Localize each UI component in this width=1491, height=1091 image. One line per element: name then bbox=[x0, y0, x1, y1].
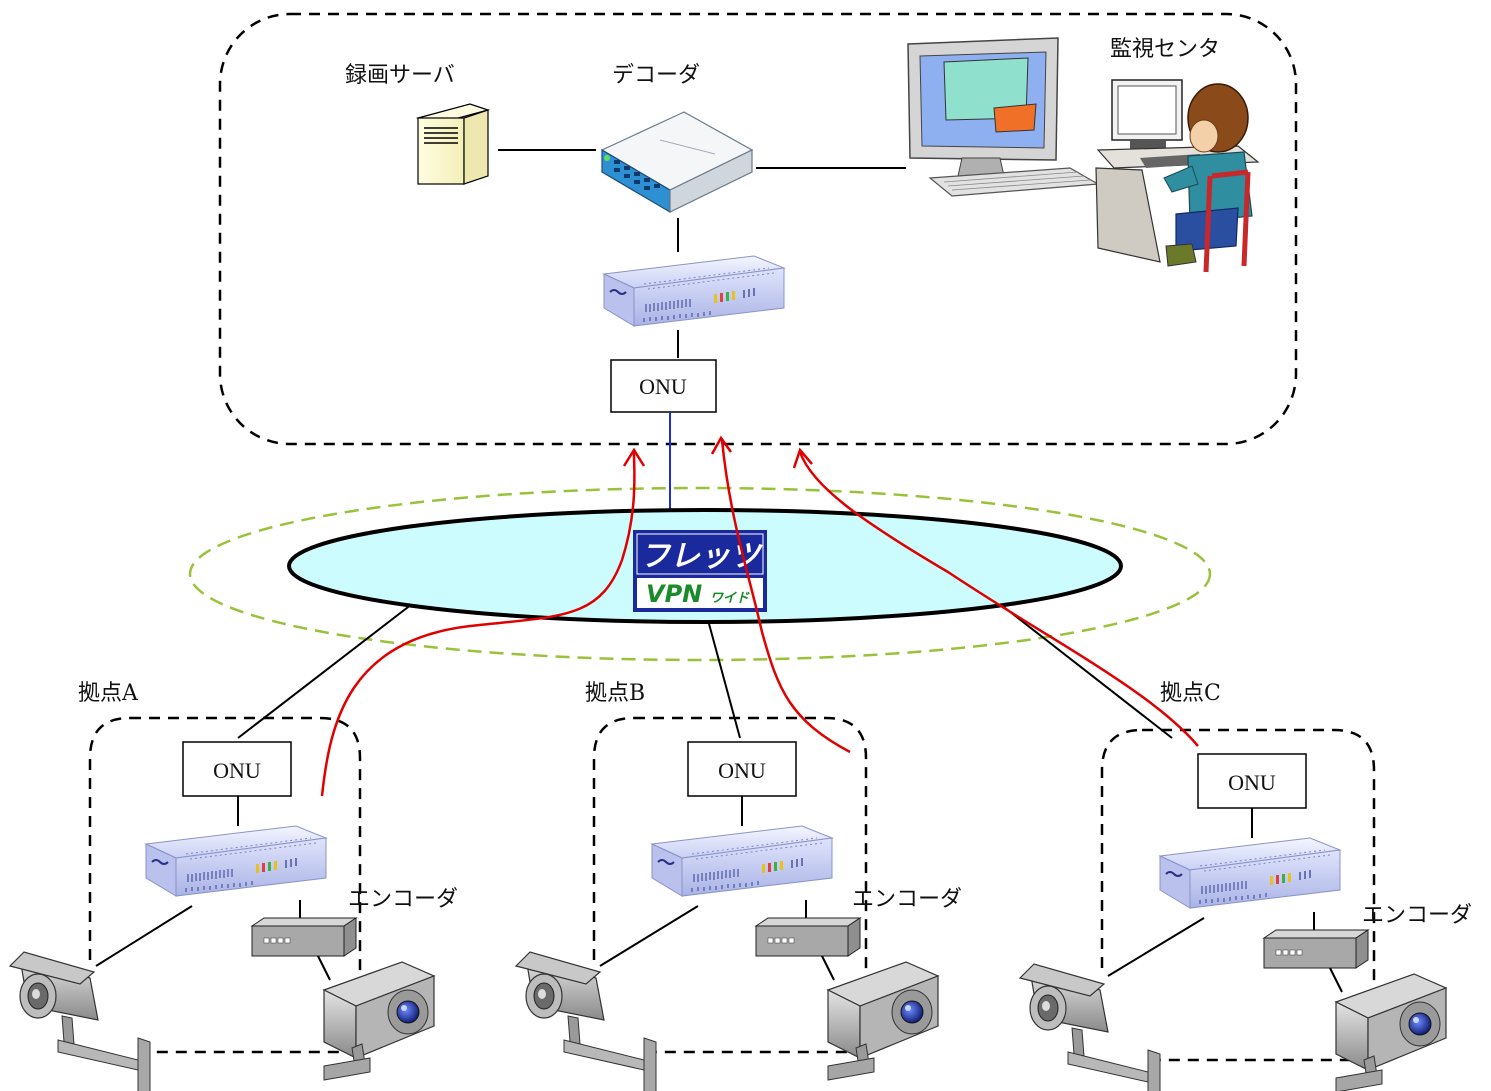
monitor-label: 監視センタ bbox=[1110, 37, 1220, 62]
site-a-encoder-icon bbox=[251, 917, 357, 957]
center-links bbox=[498, 149, 906, 358]
recorder-server-icon bbox=[415, 103, 491, 185]
site-c-boundary bbox=[1100, 728, 1376, 1062]
flow-arrow-site-a bbox=[320, 451, 636, 797]
site-b-boundary bbox=[592, 716, 868, 1054]
site-c-camera-left-icon bbox=[1019, 963, 1161, 1091]
logo-vpn-text: VPN bbox=[646, 580, 702, 608]
site-a-camera-left-icon bbox=[9, 951, 151, 1091]
site-a: 拠点A ONU エンコーダ bbox=[9, 681, 458, 1091]
site-c-camera-right-icon bbox=[1335, 973, 1447, 1091]
center-router-icon bbox=[603, 255, 785, 327]
site-a-camera-right-icon bbox=[323, 961, 435, 1081]
site-a-label: 拠点A bbox=[78, 681, 139, 706]
site-a-onu-label: ONU bbox=[213, 758, 261, 783]
site-b: 拠点B ONU エンコーダ bbox=[515, 681, 962, 1091]
video-flow-arrows bbox=[320, 435, 1199, 797]
site-b-encoder-icon bbox=[755, 917, 861, 957]
decoder-device-icon bbox=[600, 111, 754, 214]
logo-flets-text: フレッツ bbox=[640, 539, 763, 574]
logo-wide-text: ワイド bbox=[710, 591, 750, 606]
center-onu: ONU bbox=[610, 359, 717, 413]
monitor-display-icon bbox=[907, 37, 1100, 197]
site-b-label: 拠点B bbox=[585, 681, 645, 706]
site-a-encoder-label: エンコーダ bbox=[348, 887, 458, 912]
operator-icon bbox=[1095, 79, 1260, 273]
site-b-camera-left-icon bbox=[515, 951, 657, 1091]
site-c-encoder-label: エンコーダ bbox=[1362, 903, 1472, 928]
site-c-label: 拠点C bbox=[1160, 681, 1221, 706]
center-onu-label: ONU bbox=[639, 374, 687, 399]
site-c-router-icon bbox=[1159, 837, 1341, 909]
site-b-onu-label: ONU bbox=[718, 758, 766, 783]
flets-vpn-logo: フレッツ VPN ワイド bbox=[633, 530, 767, 612]
vpn-outer-ring bbox=[188, 486, 1212, 662]
decoder-label: デコーダ bbox=[612, 63, 700, 88]
site-c-onu-label: ONU bbox=[1228, 770, 1276, 795]
flow-arrow-site-b bbox=[720, 439, 851, 754]
site-b-encoder-label: エンコーダ bbox=[852, 887, 962, 912]
recorder-label: 録画サーバ bbox=[345, 63, 455, 88]
site-b-camera-right-icon bbox=[827, 961, 939, 1081]
site-a-boundary bbox=[88, 716, 362, 1054]
site-c: 拠点C ONU エンコーダ bbox=[1019, 681, 1472, 1091]
flow-arrow-site-c bbox=[798, 451, 1199, 747]
site-c-encoder-icon bbox=[1263, 929, 1369, 969]
site-b-router-icon bbox=[651, 825, 833, 897]
site-a-router-icon bbox=[145, 825, 327, 897]
